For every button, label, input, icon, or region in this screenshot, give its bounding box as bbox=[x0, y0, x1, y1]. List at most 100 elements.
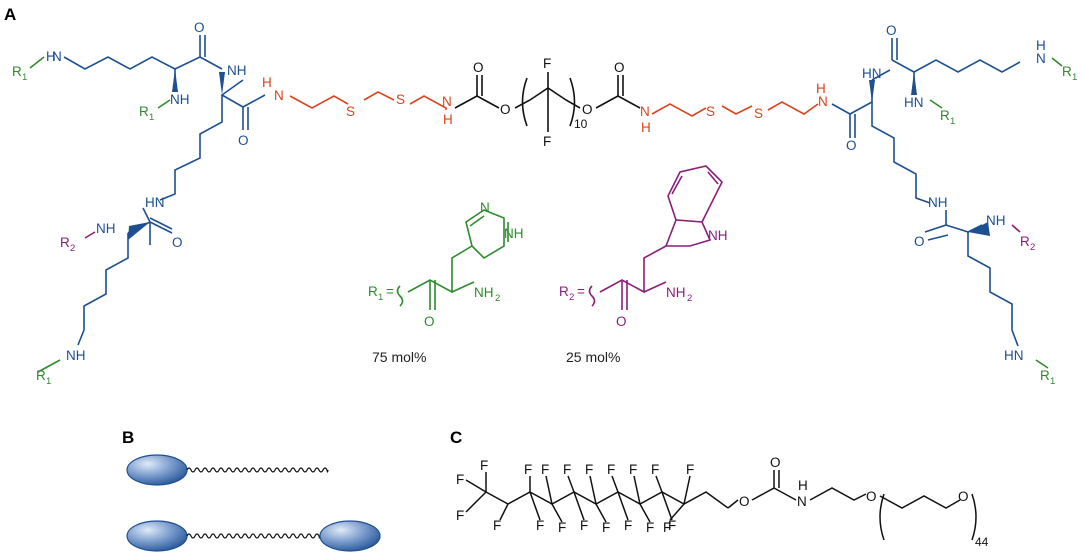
atom-hn-right-bottom: HN bbox=[1004, 348, 1024, 363]
bonds-right-r-links bbox=[929, 57, 1063, 369]
atom-n-right-r2: NH bbox=[986, 213, 1006, 228]
c-f-17: F bbox=[651, 462, 659, 477]
atom-o-right-lower: O bbox=[914, 234, 925, 249]
atom-nh-left-top: H bbox=[46, 49, 56, 64]
c-f-7: F bbox=[541, 462, 549, 477]
atom-labels-core: O O F F 10 O O bbox=[473, 56, 625, 149]
sub-r1-left-alpha: 1 bbox=[149, 112, 154, 123]
bonds-right-lysine bbox=[831, 38, 1021, 347]
r1-def-nh2-sub: 2 bbox=[495, 293, 500, 304]
atom-f-bottom: F bbox=[543, 134, 551, 149]
c-f-20: F bbox=[663, 520, 671, 535]
c-n-amide: N bbox=[797, 494, 807, 509]
atom-o-left-amide: O bbox=[238, 133, 249, 148]
sub-r1-right-top: 1 bbox=[1072, 72, 1077, 83]
sub-r1-right-bottom: 1 bbox=[1050, 376, 1055, 387]
sub-r2-left: 2 bbox=[70, 243, 75, 254]
r2-def-r: R bbox=[559, 284, 569, 299]
c-f-2: F bbox=[456, 472, 464, 487]
c-f-19: F bbox=[686, 462, 694, 477]
atom-hn-left-side: HN bbox=[145, 195, 165, 210]
atom-r1-left-top: R bbox=[12, 64, 22, 79]
atom-hn-right-amide: HN bbox=[862, 66, 882, 81]
ellipsoid-head-icon bbox=[126, 520, 188, 552]
atom-r1-right-alpha: R bbox=[940, 108, 950, 123]
c-o-peg: O bbox=[958, 489, 969, 504]
panel-c-bonds bbox=[465, 470, 977, 541]
r2-def-eq: = bbox=[577, 284, 585, 299]
c-f-11: F bbox=[585, 462, 593, 477]
sub-r1-left-top: 1 bbox=[22, 72, 27, 83]
bonds-r1-histidine bbox=[396, 209, 509, 310]
atom-nh-right-side: NH bbox=[928, 195, 948, 210]
sub-r2-right: 2 bbox=[1030, 242, 1035, 253]
c-f-9: F bbox=[563, 462, 571, 477]
atom-o-carbamate-left: O bbox=[473, 60, 484, 75]
atom-s1-left: S bbox=[346, 104, 355, 119]
atom-n-right-top: N bbox=[1036, 51, 1046, 66]
atom-labels-linker: H N S S N H N H S S H N bbox=[262, 75, 828, 135]
bond-left-r2-link bbox=[84, 231, 96, 239]
r1-def-sub: 1 bbox=[378, 292, 383, 303]
c-f-1: F bbox=[480, 458, 488, 473]
atom-r2-right: R bbox=[1020, 234, 1030, 249]
r1-def-r: R bbox=[368, 284, 378, 299]
atom-r2-left: R bbox=[60, 235, 70, 250]
c-f-4: F bbox=[493, 518, 501, 533]
atom-r1-right-top: R bbox=[1062, 64, 1072, 79]
atom-n-linker-mid: N bbox=[442, 94, 452, 109]
r2-def-ring-nh: NH bbox=[708, 228, 728, 243]
atom-s2-left: S bbox=[396, 92, 405, 107]
atom-labels-right: O HN HN R 1 H N R 1 O NH O NH R 2 HN R 1 bbox=[846, 23, 1077, 387]
panel-b bbox=[126, 454, 381, 552]
bonds-core bbox=[454, 72, 641, 132]
r2-ratio-caption: 25 mol% bbox=[566, 349, 620, 365]
atom-nh-left-top-n: N bbox=[52, 49, 62, 64]
r1-def-eq: = bbox=[386, 284, 394, 299]
panel-c-atoms: F F F F F F F F F F F F F F F F F F F F … bbox=[456, 455, 989, 549]
r2-definition: R 2 = O NH 2 NH bbox=[559, 228, 728, 329]
c-f-6: F bbox=[536, 518, 544, 533]
r1-def-o: O bbox=[424, 314, 435, 329]
bonds-left-lysine bbox=[63, 35, 266, 346]
atom-r1-left-alpha: R bbox=[139, 104, 149, 119]
atom-hn-right-alpha: HN bbox=[904, 95, 924, 110]
c-repeat-44: 44 bbox=[975, 535, 989, 549]
atom-f-top: F bbox=[543, 56, 551, 71]
atom-labels-left: H N R 1 O NH NH R 1 O HN O NH R 2 NH R 1 bbox=[12, 20, 249, 387]
wedge-bonds bbox=[128, 69, 990, 240]
atom-n-linker-left: N bbox=[274, 88, 284, 103]
r2-def-sub: 2 bbox=[569, 292, 574, 303]
atom-h-right-top: H bbox=[1036, 38, 1046, 53]
repeat-count-10: 10 bbox=[574, 117, 588, 131]
r1-def-nh2: NH bbox=[474, 285, 494, 300]
atom-nh-left-bottom: NH bbox=[66, 348, 86, 363]
c-h-amide: H bbox=[798, 478, 808, 493]
panel-letter-a: A bbox=[4, 5, 16, 24]
atom-h-linker-right: H bbox=[641, 120, 651, 135]
c-f-14: F bbox=[624, 518, 632, 533]
r2-def-nh2: NH bbox=[666, 285, 686, 300]
c-o-carbonyl: O bbox=[770, 455, 781, 470]
atom-n-linker-right: N bbox=[640, 104, 650, 119]
ellipsoid-head-icon bbox=[319, 520, 381, 552]
c-f-18: F bbox=[668, 518, 676, 533]
r2-def-o: O bbox=[616, 314, 627, 329]
c-f-10: F bbox=[580, 518, 588, 533]
panel-letter-b: B bbox=[122, 428, 134, 447]
atom-nh-left-alpha: NH bbox=[170, 92, 190, 107]
bonds-left-r1-links bbox=[29, 56, 171, 373]
atom-h-linker-left: H bbox=[262, 75, 272, 90]
atom-n-linker-far-right: N bbox=[818, 94, 828, 109]
c-f-16: F bbox=[646, 520, 654, 535]
c-f-5: F bbox=[524, 462, 532, 477]
c-f-8: F bbox=[558, 520, 566, 535]
atom-o-ester-left: O bbox=[500, 102, 511, 117]
atom-s1-right: S bbox=[706, 104, 715, 119]
c-f-13: F bbox=[607, 462, 615, 477]
atom-nh-left-amide: NH bbox=[227, 63, 247, 78]
r1-def-ring-n: N bbox=[480, 200, 490, 215]
atom-o-left-carbonyl: O bbox=[194, 20, 205, 35]
atom-o-right-amide: O bbox=[846, 138, 857, 153]
atom-o-ester-right: O bbox=[582, 102, 593, 117]
